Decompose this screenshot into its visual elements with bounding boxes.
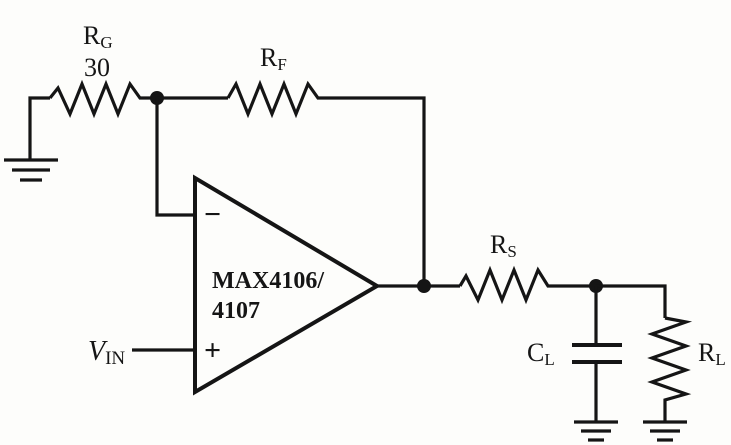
opamp-label-line2: 4107 <box>212 298 260 324</box>
ground-wire-left <box>28 96 50 160</box>
opamp-triangle <box>193 174 381 396</box>
ground-symbol-cl <box>574 420 618 442</box>
ground-symbol-left <box>4 158 58 182</box>
resistor-rg <box>48 79 157 119</box>
label-cl: CL <box>527 338 555 369</box>
wire-to-rl <box>596 284 667 318</box>
resistor-rs <box>458 265 596 305</box>
capacitor-cl <box>572 343 622 364</box>
feedback-wire <box>322 96 426 286</box>
opamp-plus-sign: + <box>204 334 221 367</box>
label-rg: RG <box>83 21 113 52</box>
label-rg-value: 30 <box>84 53 110 82</box>
label-rs: RS <box>490 230 517 261</box>
ground-symbol-rl <box>643 420 687 442</box>
junction-output <box>417 279 431 293</box>
label-vin: VIN <box>88 336 125 369</box>
label-rf: RF <box>260 43 287 74</box>
resistor-rl <box>647 316 693 422</box>
resistor-rf <box>226 79 322 119</box>
inverting-input-wire <box>155 98 195 217</box>
label-rl: RL <box>698 338 726 369</box>
opamp-label-line1: MAX4106/ <box>212 268 324 294</box>
opamp-minus-sign: − <box>204 198 221 231</box>
